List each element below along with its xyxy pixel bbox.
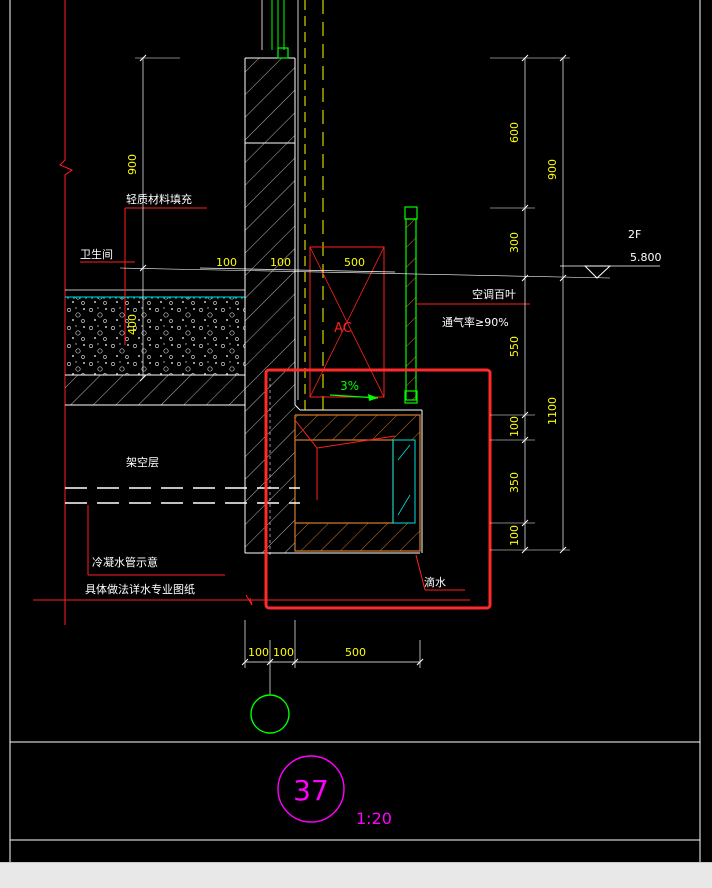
highlight-rectangle — [264, 368, 492, 610]
dim-100-wall: 100 — [270, 256, 291, 269]
status-bar — [0, 862, 712, 888]
floor-elevation: 5.800 — [630, 251, 662, 264]
dim-100-left: 100 — [216, 256, 237, 269]
break-line-icon — [33, 0, 470, 625]
concrete-wall — [244, 57, 423, 554]
label-lightweight-fill: 轻质材料填充 — [126, 192, 192, 206]
dim-550: 550 — [508, 336, 521, 357]
label-drip: 滴水 — [424, 575, 446, 589]
dim-100-right-b: 100 — [508, 525, 521, 546]
dimension-chain-bottom — [241, 620, 424, 695]
dim-400: 400 — [126, 314, 139, 335]
elevation-triangle-icon — [560, 265, 660, 279]
detail-scale: 1:20 — [356, 809, 392, 828]
label-bathroom: 卫生间 — [80, 247, 113, 261]
floor-slab — [65, 289, 245, 406]
slope-label: 3% — [340, 379, 359, 393]
label-overhead-floor: 架空层 — [126, 455, 159, 469]
dim-1100: 1100 — [546, 397, 559, 425]
dim-500-bottom: 500 — [345, 646, 366, 659]
label-condensate-pipe: 冷凝水管示意 — [92, 555, 158, 569]
dim-500-ac: 500 — [344, 256, 365, 269]
dim-100-right-a: 100 — [508, 416, 521, 437]
ac-platform — [294, 414, 421, 552]
drawing-frame — [9, 0, 701, 862]
dim-900-right: 900 — [546, 159, 559, 180]
slope-arrow: 3% — [329, 379, 379, 401]
dimension-chain-left — [139, 54, 147, 382]
dim-900-left: 900 — [126, 154, 139, 175]
dim-600: 600 — [508, 122, 521, 143]
floor-name: 2F — [628, 228, 641, 241]
label-refer-plumbing: 具体做法详水专业图纸 — [85, 582, 195, 596]
detail-number: 37 — [293, 774, 329, 807]
dim-350: 350 — [508, 472, 521, 493]
dimension-chain-right — [521, 54, 567, 554]
label-ac-louver: 空调百叶 — [472, 287, 516, 301]
dim-300: 300 — [508, 232, 521, 253]
ac-louver — [404, 206, 418, 404]
ac-unit-label: AC — [334, 321, 352, 336]
detail-number-circle — [277, 755, 345, 823]
cad-drawing-canvas[interactable]: AC 3% — [0, 0, 712, 862]
dim-100-bottom-b: 100 — [273, 646, 294, 659]
dimension-chain-top — [199, 267, 396, 273]
detail-title: 37 1:20 — [277, 755, 392, 828]
reference-lines — [119, 57, 611, 551]
wall-dash-lines — [65, 0, 324, 555]
label-ventilation: 通气率≥90% — [442, 315, 509, 329]
axis-circle-icon — [250, 694, 290, 734]
leader-lines — [80, 207, 530, 591]
ac-unit-box: AC — [309, 246, 385, 398]
dim-100-bottom-a: 100 — [248, 646, 269, 659]
